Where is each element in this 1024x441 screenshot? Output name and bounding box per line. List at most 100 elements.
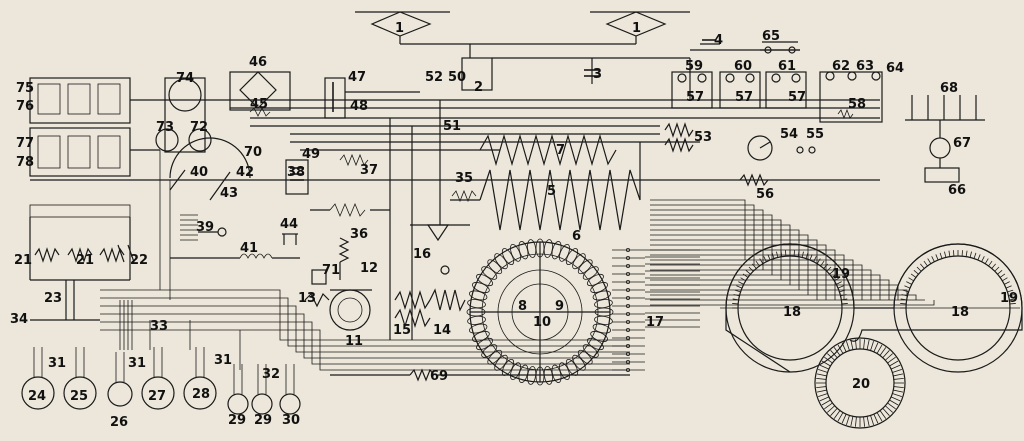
label-3: 3 — [593, 67, 602, 82]
label-15: 15 — [393, 323, 411, 338]
relay-47 — [324, 77, 346, 119]
coil-15 — [394, 289, 431, 311]
switch-22 — [117, 244, 135, 263]
label-18-right: 18 — [951, 305, 969, 320]
cable-harness-right — [645, 199, 935, 328]
main-bus-lines — [30, 49, 880, 181]
label-41: 41 — [240, 241, 258, 256]
label-42: 42 — [236, 165, 254, 180]
tuning-unit-2 — [461, 57, 493, 91]
label-1-right: 1 — [632, 21, 641, 36]
valve-74 — [168, 78, 202, 112]
label-16: 16 — [413, 247, 431, 262]
label-13: 13 — [298, 291, 316, 306]
label-37: 37 — [360, 163, 378, 178]
label-67: 67 — [953, 136, 971, 151]
antenna-right — [590, 11, 690, 44]
label-4: 4 — [714, 33, 723, 48]
label-21-left: 21 — [14, 253, 32, 268]
label-22: 22 — [130, 253, 148, 268]
bridge-46 — [239, 71, 277, 109]
device-66 — [924, 167, 960, 183]
motor-row — [21, 347, 301, 415]
label-74: 74 — [176, 71, 194, 86]
label-78: 78 — [16, 155, 34, 170]
tube-bank-68 — [905, 95, 985, 121]
label-34: 34 — [10, 312, 28, 327]
label-30: 30 — [282, 413, 300, 428]
label-35: 35 — [455, 171, 473, 186]
dial-20 — [814, 337, 906, 429]
label-59: 59 — [685, 59, 703, 74]
switch-71 — [311, 269, 327, 285]
resistor-35 — [451, 189, 477, 203]
resistor-37 — [339, 153, 369, 167]
label-19-right: 19 — [1000, 291, 1018, 306]
coil-12 — [338, 237, 350, 263]
bottom-wiring — [100, 150, 630, 371]
label-27: 27 — [148, 389, 166, 404]
label-20: 20 — [852, 377, 870, 392]
label-1-left: 1 — [395, 21, 404, 36]
label-9: 9 — [555, 299, 564, 314]
potentiometer-39 — [180, 214, 198, 241]
label-21-right: 21 — [76, 253, 94, 268]
label-70: 70 — [244, 145, 262, 160]
label-19-left: 19 — [832, 267, 850, 282]
label-69: 69 — [430, 369, 448, 384]
label-77: 77 — [16, 136, 34, 151]
label-53: 53 — [694, 130, 712, 145]
label-31-a: 31 — [48, 356, 66, 371]
valve-73 — [155, 128, 179, 152]
label-64: 64 — [886, 61, 904, 76]
meter-43 — [169, 137, 251, 179]
label-5: 5 — [547, 184, 556, 199]
label-44: 44 — [280, 217, 298, 232]
label-14: 14 — [433, 323, 451, 338]
label-72: 72 — [190, 120, 208, 135]
label-7: 7 — [556, 143, 565, 158]
label-56: 56 — [756, 187, 774, 202]
label-39: 39 — [196, 220, 214, 235]
label-73: 73 — [156, 120, 174, 135]
switch-54 — [747, 135, 773, 161]
label-49: 49 — [302, 147, 320, 162]
label-36: 36 — [350, 227, 368, 242]
label-65: 65 — [762, 29, 780, 44]
label-75: 75 — [16, 81, 34, 96]
meter-40-pointer — [169, 169, 186, 191]
coil-41 — [239, 253, 273, 259]
label-57-c: 57 — [788, 90, 806, 105]
resistor-53 — [664, 122, 694, 138]
antenna-left — [355, 11, 450, 44]
relay-bank-77-78 — [29, 127, 131, 177]
label-57-b: 57 — [735, 90, 753, 105]
valve-72 — [188, 128, 212, 152]
label-48: 48 — [350, 99, 368, 114]
label-47: 47 — [348, 70, 366, 85]
coil-5 — [479, 169, 641, 231]
label-43: 43 — [220, 186, 238, 201]
coil-13 — [304, 292, 330, 308]
label-33: 33 — [150, 319, 168, 334]
label-23: 23 — [44, 291, 62, 306]
stator-coil-loops — [466, 238, 614, 386]
label-32: 32 — [262, 367, 280, 382]
label-63: 63 — [856, 59, 874, 74]
lamp-bank-57 — [671, 71, 807, 109]
label-25: 25 — [70, 389, 88, 404]
resistor-56 — [739, 173, 769, 187]
switch-55 — [796, 146, 804, 154]
label-8: 8 — [518, 299, 527, 314]
label-51: 51 — [443, 119, 461, 134]
coil-7 — [479, 133, 617, 167]
label-31-c: 31 — [214, 353, 232, 368]
component-numbers: 1 1 2 3 4 5 6 7 8 9 10 11 12 13 14 15 16… — [10, 21, 1018, 430]
label-6: 6 — [572, 229, 581, 244]
label-76: 76 — [16, 99, 34, 114]
label-45: 45 — [250, 97, 268, 112]
label-60: 60 — [734, 59, 752, 74]
label-54: 54 — [780, 127, 798, 142]
